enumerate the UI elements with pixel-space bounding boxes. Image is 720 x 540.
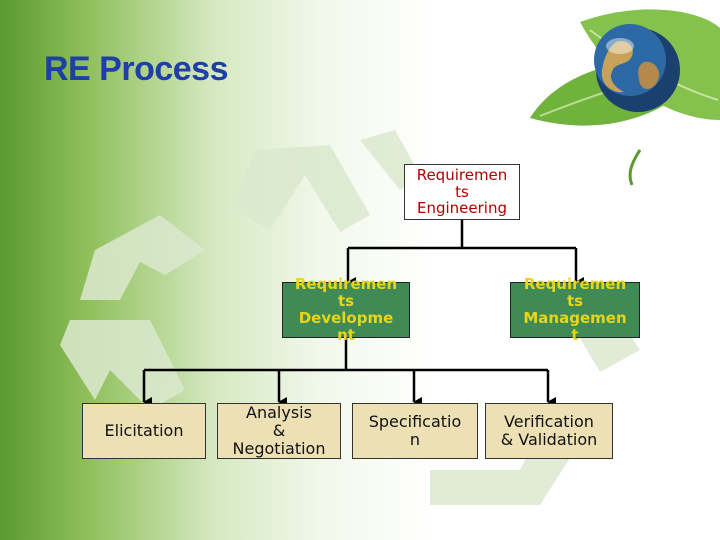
node-requirements-management: Requiremen ts Managemen t bbox=[510, 276, 640, 343]
node-label-line: & Validation bbox=[500, 430, 598, 449]
slide-title: RE Process bbox=[44, 50, 229, 88]
node-label-line: Managemen bbox=[523, 309, 627, 327]
node-requirements-development: Requiremen ts Developme nt bbox=[282, 276, 410, 343]
node-label-line: ts bbox=[455, 182, 469, 201]
node-label-line: ts bbox=[566, 292, 584, 311]
node-verification-validation: Verification & Validation bbox=[485, 403, 613, 459]
node-label-line: Verification bbox=[504, 411, 594, 431]
node-label-line: Requiremen bbox=[416, 165, 508, 184]
node-label-line: Analysis bbox=[246, 402, 312, 422]
node-label-line: nt bbox=[337, 325, 355, 344]
node-label-line: Elicitation bbox=[104, 420, 184, 440]
node-analysis-negotiation: Analysis & Negotiation bbox=[217, 403, 341, 459]
node-label-line: Requiremen bbox=[523, 275, 627, 294]
node-label-line: t bbox=[571, 325, 579, 344]
node-label-line: ts bbox=[337, 292, 355, 311]
node-label-line: Negotiation bbox=[232, 439, 326, 459]
node-specification: Specificatio n bbox=[352, 403, 478, 459]
node-label-line: Developme bbox=[298, 309, 394, 327]
node-label-line: Specificatio bbox=[368, 411, 462, 431]
node-label-line: Engineering bbox=[417, 199, 507, 218]
node-requirements-engineering: Requiremen ts Engineering bbox=[404, 164, 520, 220]
globe-on-leaves-icon bbox=[530, 9, 720, 186]
node-label-line: n bbox=[409, 430, 421, 449]
node-label-line: & bbox=[272, 420, 286, 440]
node-elicitation: Elicitation bbox=[82, 403, 206, 459]
node-label-line: Requiremen bbox=[294, 275, 398, 294]
